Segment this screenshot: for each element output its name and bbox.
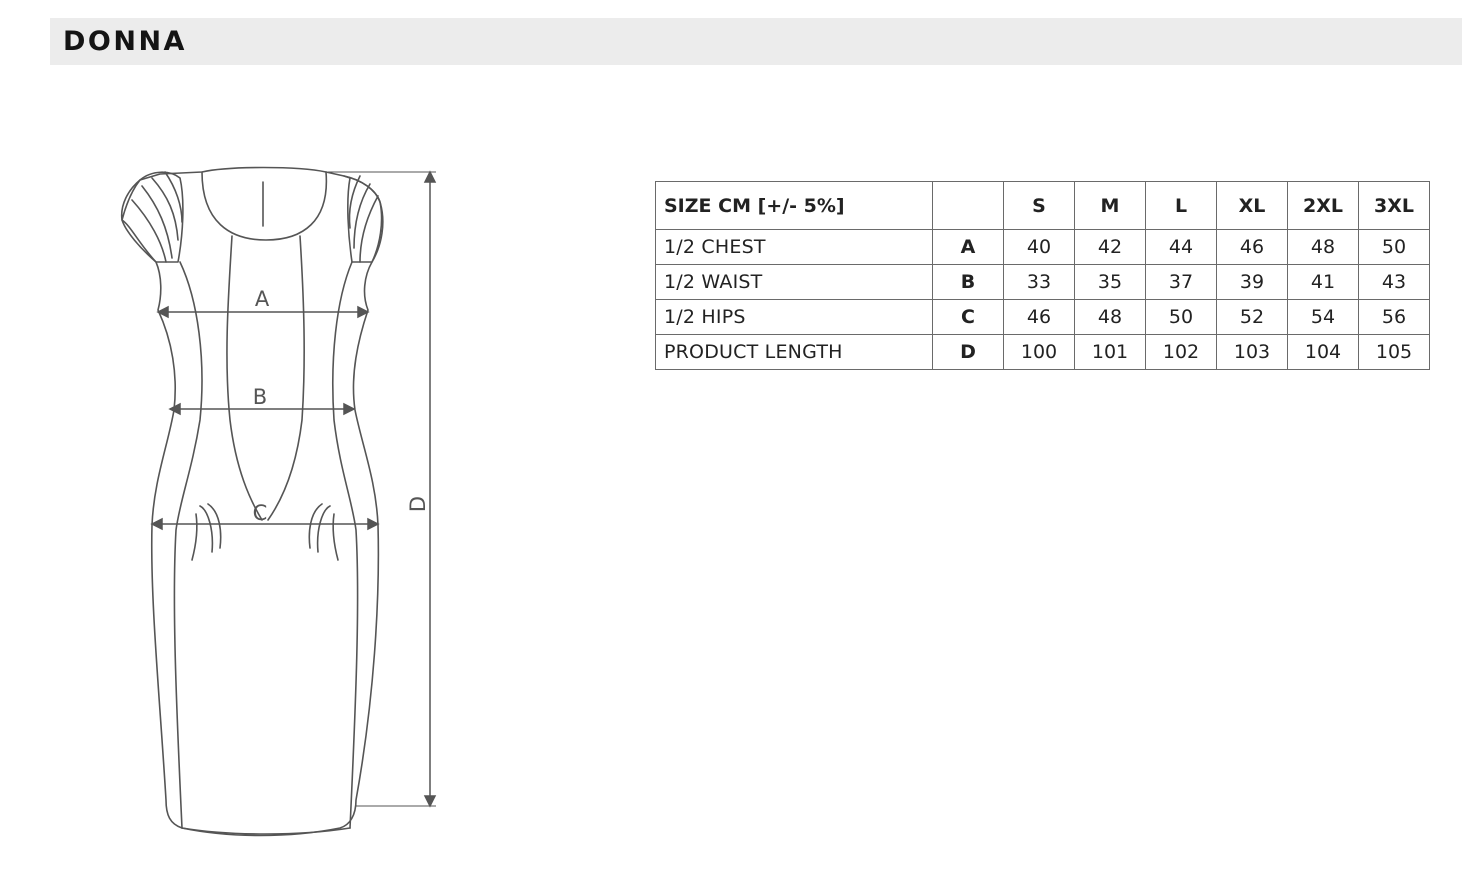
table-cell: 46 xyxy=(1216,229,1288,265)
header-size-label: SIZE CM [+/- 5%] xyxy=(655,181,933,230)
table-cell: 44 xyxy=(1145,229,1217,265)
table-cell: 54 xyxy=(1287,299,1359,335)
table-cell: 100 xyxy=(1003,334,1075,370)
label-a: A xyxy=(255,287,270,311)
left-sleeve-pleat xyxy=(151,177,179,241)
header-size-s: S xyxy=(1003,181,1075,230)
table-row: PRODUCT LENGTH D 100 101 102 103 104 105 xyxy=(655,334,1430,370)
right-sleeve-pleat xyxy=(359,195,379,263)
label-c: C xyxy=(253,501,268,525)
table-cell: 52 xyxy=(1216,299,1288,335)
left-sleeve-pleat xyxy=(164,171,183,223)
table-cell: 48 xyxy=(1287,229,1359,265)
row-label: 1/2 CHEST xyxy=(655,229,933,265)
table-cell: 104 xyxy=(1287,334,1359,370)
right-panel-seam xyxy=(267,235,305,521)
table-cell: 101 xyxy=(1074,334,1146,370)
right-hip-pleat xyxy=(316,505,331,553)
table-cell: 105 xyxy=(1358,334,1430,370)
right-hip-pleat xyxy=(308,503,323,549)
right-sleeve-pleat xyxy=(348,175,361,229)
table-row: 1/2 CHEST A 40 42 44 46 48 50 xyxy=(655,229,1430,265)
row-code: D xyxy=(932,334,1004,370)
row-code: C xyxy=(932,299,1004,335)
table-cell: 50 xyxy=(1145,299,1217,335)
dress-illustration: A B C D xyxy=(120,166,437,837)
right-sleeve xyxy=(343,175,383,263)
label-d: D xyxy=(406,496,430,512)
header-size-xl: XL xyxy=(1216,181,1288,230)
header-size-l: L xyxy=(1145,181,1217,230)
table-cell: 41 xyxy=(1287,264,1359,300)
table-cell: 50 xyxy=(1358,229,1430,265)
table-cell: 40 xyxy=(1003,229,1075,265)
table-row: 1/2 WAIST B 33 35 37 39 41 43 xyxy=(655,264,1430,300)
table-cell: 42 xyxy=(1074,229,1146,265)
table-cell: 46 xyxy=(1003,299,1075,335)
table-cell: 56 xyxy=(1358,299,1430,335)
title-bar: DONNA xyxy=(50,18,1462,65)
row-code: B xyxy=(932,264,1004,300)
table-header-row: SIZE CM [+/- 5%] S M L XL 2XL 3XL xyxy=(655,181,1430,230)
table-cell: 39 xyxy=(1216,264,1288,300)
header-code xyxy=(932,181,1004,230)
header-size-3xl: 3XL xyxy=(1358,181,1430,230)
left-hip-pleat xyxy=(207,503,222,549)
header-size-2xl: 2XL xyxy=(1287,181,1359,230)
table-cell: 35 xyxy=(1074,264,1146,300)
dress-diagram: A B C D xyxy=(110,160,450,850)
row-label: 1/2 HIPS xyxy=(655,299,933,335)
right-sleeve-pleat xyxy=(353,183,371,249)
header-size-m: M xyxy=(1074,181,1146,230)
row-code: A xyxy=(932,229,1004,265)
left-hip-pleat xyxy=(199,505,214,553)
left-hip-pleat xyxy=(191,513,198,561)
table-cell: 103 xyxy=(1216,334,1288,370)
hem xyxy=(181,827,351,835)
table-cell: 48 xyxy=(1074,299,1146,335)
left-side-seam xyxy=(173,261,203,829)
table-cell: 33 xyxy=(1003,264,1075,300)
label-b: B xyxy=(253,385,267,409)
table-cell: 37 xyxy=(1145,264,1217,300)
row-label: 1/2 WAIST xyxy=(655,264,933,300)
size-table: SIZE CM [+/- 5%] S M L XL 2XL 3XL 1/2 CH… xyxy=(655,181,1430,370)
table-row: 1/2 HIPS C 46 48 50 52 54 56 xyxy=(655,299,1430,335)
page-title: DONNA xyxy=(63,26,187,57)
table-cell: 43 xyxy=(1358,264,1430,300)
left-sleeve xyxy=(121,171,184,263)
left-sleeve-pleat xyxy=(141,185,173,259)
table-cell: 102 xyxy=(1145,334,1217,370)
right-hip-pleat xyxy=(332,513,339,561)
neckline xyxy=(201,171,328,241)
row-label: PRODUCT LENGTH xyxy=(655,334,933,370)
left-sleeve-pleat xyxy=(131,199,167,263)
right-side-seam xyxy=(332,261,359,829)
left-panel-seam xyxy=(226,235,263,521)
